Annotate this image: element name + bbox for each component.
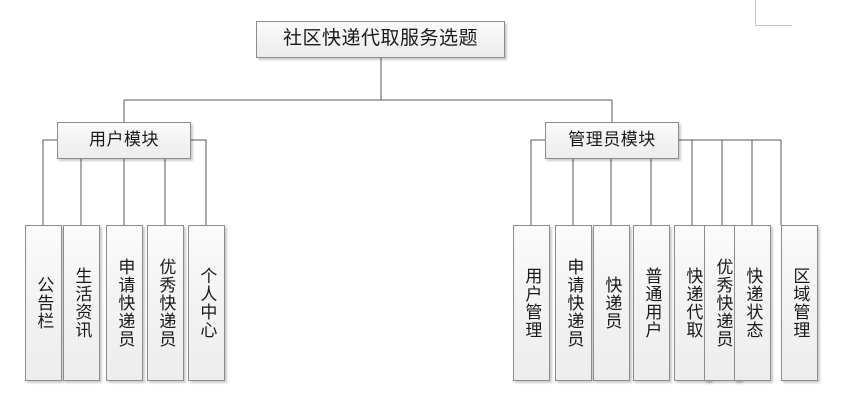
leaf-node-bulletin-board[interactable]: 公告栏 <box>25 225 62 381</box>
module-node-user-label: 用户模块 <box>89 130 159 150</box>
root-node[interactable]: 社区快递代取服务选题 <box>256 21 505 58</box>
leaf-node-personal-center[interactable]: 个人中心 <box>188 225 225 381</box>
leaf-node-area-management[interactable]: 区域管理 <box>781 225 818 381</box>
leaf-node-excellent-courier-admin-label: 优秀快递员 <box>713 258 733 348</box>
leaf-node-apply-courier-admin-label: 申请快递员 <box>564 258 584 348</box>
leaf-node-delivery-status-label: 快递状态 <box>743 267 763 339</box>
leaf-node-courier-label: 快递员 <box>602 276 622 330</box>
module-node-admin[interactable]: 管理员模块 <box>545 122 679 159</box>
leaf-node-excellent-courier-label: 优秀快递员 <box>156 258 176 348</box>
leaf-node-excellent-courier[interactable]: 优秀快递员 <box>147 225 184 381</box>
connector-user-leaf-5 <box>191 139 207 225</box>
connector-user-leaf-1 <box>42 139 57 225</box>
module-node-admin-label: 管理员模块 <box>568 130 656 150</box>
leaf-node-courier[interactable]: 快递员 <box>593 225 630 381</box>
leaf-node-apply-courier-label: 申请快递员 <box>115 258 135 348</box>
leaf-node-courier-pickup-label: 快递代取 <box>683 267 703 339</box>
leaf-node-life-information-label: 生活资讯 <box>72 267 92 339</box>
root-node-label: 社区快递代取服务选题 <box>282 28 478 50</box>
leaf-node-bulletin-board-label: 公告栏 <box>34 276 54 330</box>
leaf-node-personal-center-label: 个人中心 <box>197 267 217 339</box>
leaf-node-delivery-status[interactable]: 快递状态 <box>734 225 771 381</box>
connector-admin-leaf-1 <box>530 139 545 225</box>
leaf-node-normal-user-label: 普通用户 <box>642 267 662 339</box>
leaf-node-area-management-label: 区域管理 <box>790 267 810 339</box>
module-node-user[interactable]: 用户模块 <box>57 122 191 159</box>
leaf-node-apply-courier-admin[interactable]: 申请快递员 <box>555 225 592 381</box>
leaf-node-normal-user[interactable]: 普通用户 <box>633 225 670 381</box>
page-corner-artifact <box>755 0 792 26</box>
leaf-node-life-information[interactable]: 生活资讯 <box>63 225 100 381</box>
leaf-node-apply-courier[interactable]: 申请快递员 <box>106 225 143 381</box>
leaf-node-user-management[interactable]: 用户管理 <box>513 225 550 381</box>
leaf-node-user-management-label: 用户管理 <box>522 267 542 339</box>
